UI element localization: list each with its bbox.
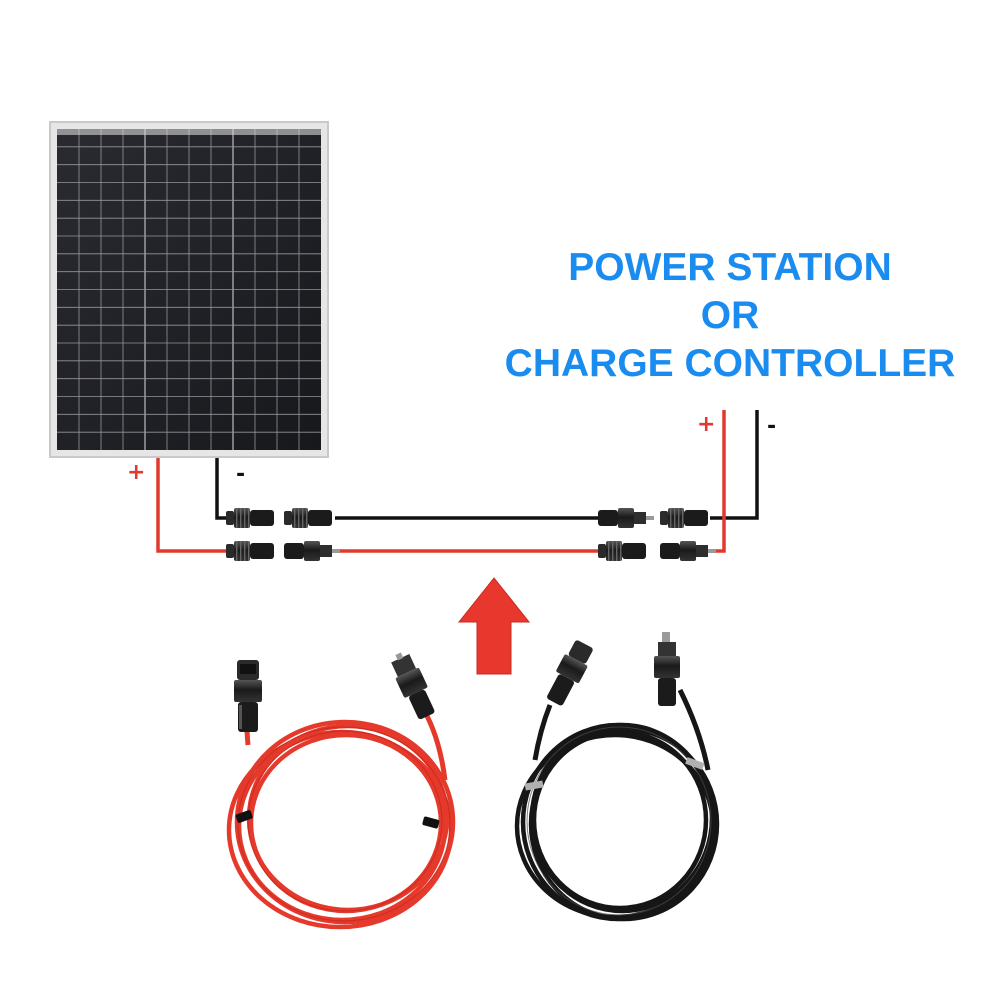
black-cable-coil-icon — [514, 632, 720, 922]
panel-negative-connector — [226, 508, 274, 528]
red-cable-coil-icon — [226, 652, 456, 930]
mc4-connectors — [226, 508, 716, 561]
black-cable-female-connector — [547, 640, 593, 706]
destination-label-line1: POWER STATION — [568, 246, 892, 289]
panel-cell-grid — [57, 129, 321, 450]
destination-negative-connector — [660, 508, 708, 528]
extension-negative-connector-right — [598, 508, 654, 528]
destination-label-line2: OR — [700, 294, 760, 337]
panel-positive-label: + — [127, 460, 146, 485]
extension-positive-connector-right — [598, 541, 646, 561]
up-arrow-icon — [457, 577, 531, 675]
destination-label-line3: CHARGE CONTROLLER — [504, 342, 956, 385]
red-cable-female-connector — [234, 660, 262, 732]
extension-positive-connector-left — [284, 541, 340, 561]
extension-negative-connector-left — [284, 508, 332, 528]
panel-positive-connector — [226, 541, 274, 561]
solar-panel-icon — [49, 121, 329, 458]
destination-positive-label: + — [697, 412, 716, 437]
destination-negative-label: - — [767, 414, 777, 439]
red-cable-male-connector — [391, 652, 435, 720]
positive-wire-panel — [156, 458, 232, 553]
panel-negative-label: - — [236, 462, 246, 487]
negative-wire-destination — [710, 410, 759, 520]
negative-wire-panel — [215, 458, 232, 520]
black-cable-male-connector — [654, 632, 680, 706]
destination-positive-connector — [660, 541, 716, 561]
